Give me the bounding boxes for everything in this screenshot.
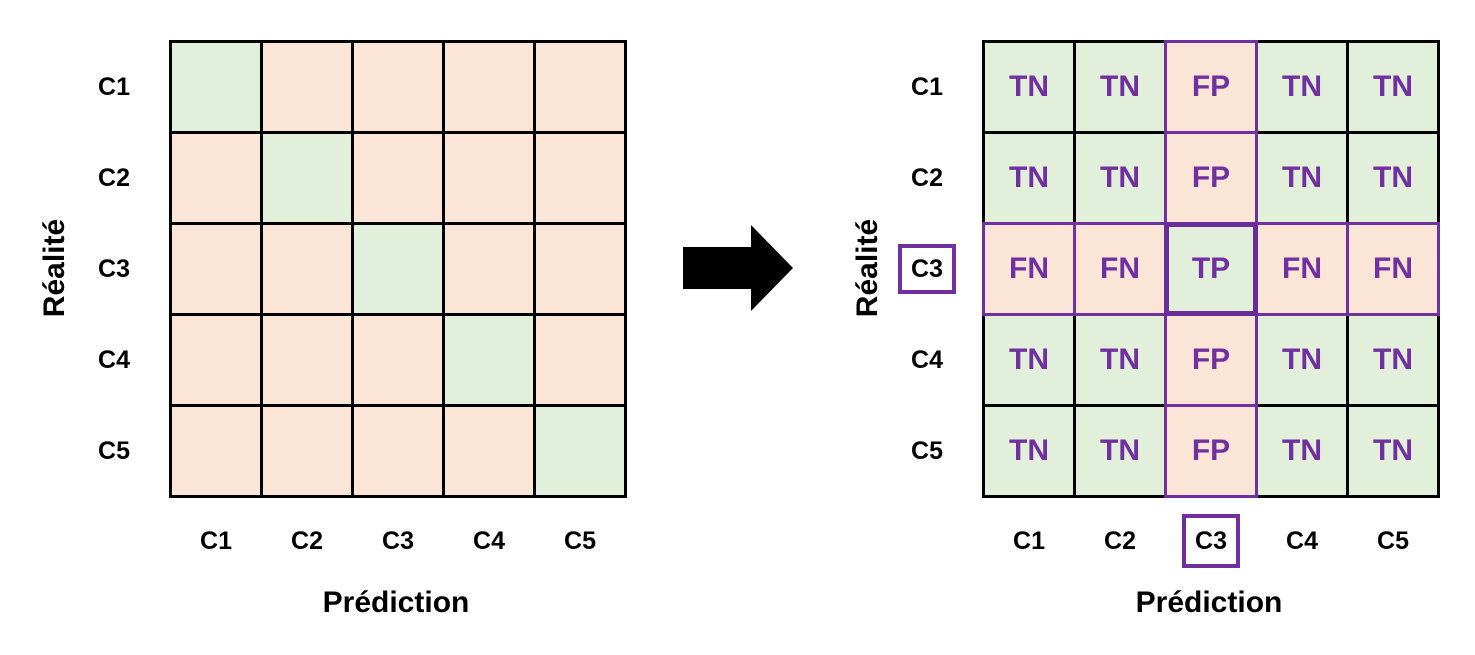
matrix-cell: TN	[1346, 313, 1440, 407]
matrix-cell: TN	[982, 404, 1076, 498]
matrix-cell: FP	[1164, 404, 1258, 498]
matrix-cell: FP	[1164, 40, 1258, 134]
matrix-cell: TP	[1164, 222, 1258, 316]
matrix-cell: TN	[1255, 404, 1349, 498]
left-confusion-matrix	[169, 40, 627, 498]
col-label: C5	[1377, 526, 1409, 555]
matrix-cell	[260, 404, 354, 498]
matrix-cell	[351, 313, 445, 407]
row-label: C2	[98, 163, 130, 192]
matrix-cell: FN	[1073, 222, 1167, 316]
matrix-cell	[260, 313, 354, 407]
matrix-cell: TN	[1346, 131, 1440, 225]
left-x-axis-title: Prédiction	[322, 586, 470, 619]
matrix-cell: TN	[1255, 40, 1349, 134]
matrix-cell	[442, 222, 536, 316]
left-y-axis-title: Réalité	[38, 218, 71, 318]
matrix-cell: FN	[982, 222, 1076, 316]
row-label: C4	[911, 345, 943, 374]
matrix-cell: TN	[1255, 313, 1349, 407]
matrix-cell: TN	[982, 40, 1076, 134]
col-label: C5	[564, 526, 596, 555]
col-label: C4	[473, 526, 505, 555]
matrix-cell: TN	[1346, 40, 1440, 134]
matrix-cell	[533, 222, 627, 316]
matrix-cell	[169, 131, 263, 225]
row-label: C3	[898, 244, 956, 294]
col-label: C2	[1104, 526, 1136, 555]
matrix-cell: TN	[1073, 313, 1167, 407]
col-label: C2	[291, 526, 323, 555]
matrix-cell	[169, 40, 263, 134]
matrix-cell	[442, 313, 536, 407]
row-label: C5	[98, 436, 130, 465]
matrix-cell: FN	[1346, 222, 1440, 316]
matrix-cell	[351, 222, 445, 316]
matrix-cell	[442, 131, 536, 225]
right-x-axis-title: Prédiction	[1135, 586, 1283, 619]
matrix-cell: FP	[1164, 131, 1258, 225]
row-label: C4	[98, 345, 130, 374]
matrix-cell: TN	[1073, 40, 1167, 134]
row-label: C5	[911, 436, 943, 465]
row-label: C3	[98, 254, 130, 283]
matrix-cell	[533, 404, 627, 498]
right-arrow-icon	[683, 225, 793, 311]
matrix-cell: TN	[982, 131, 1076, 225]
matrix-cell: FP	[1164, 313, 1258, 407]
matrix-cell	[442, 404, 536, 498]
col-label: C4	[1286, 526, 1318, 555]
matrix-cell	[533, 313, 627, 407]
col-label: C1	[1013, 526, 1045, 555]
matrix-cell	[169, 313, 263, 407]
matrix-cell: TN	[982, 313, 1076, 407]
row-label: C2	[911, 163, 943, 192]
matrix-cell	[351, 404, 445, 498]
matrix-cell: TN	[1073, 131, 1167, 225]
matrix-cell	[169, 222, 263, 316]
right-y-axis-title: Réalité	[851, 218, 884, 318]
matrix-cell	[260, 131, 354, 225]
matrix-cell	[442, 40, 536, 134]
matrix-cell: TN	[1255, 131, 1349, 225]
matrix-cell: FN	[1255, 222, 1349, 316]
matrix-cell	[533, 40, 627, 134]
matrix-cell: TN	[1346, 404, 1440, 498]
matrix-cell	[351, 131, 445, 225]
matrix-cell	[169, 404, 263, 498]
col-label: C3	[1182, 514, 1240, 568]
row-label: C1	[98, 72, 130, 101]
col-label: C3	[382, 526, 414, 555]
matrix-cell	[260, 40, 354, 134]
matrix-cell	[351, 40, 445, 134]
row-label: C1	[911, 72, 943, 101]
matrix-cell	[533, 131, 627, 225]
matrix-cell: TN	[1073, 404, 1167, 498]
matrix-cell	[260, 222, 354, 316]
col-label: C1	[200, 526, 232, 555]
